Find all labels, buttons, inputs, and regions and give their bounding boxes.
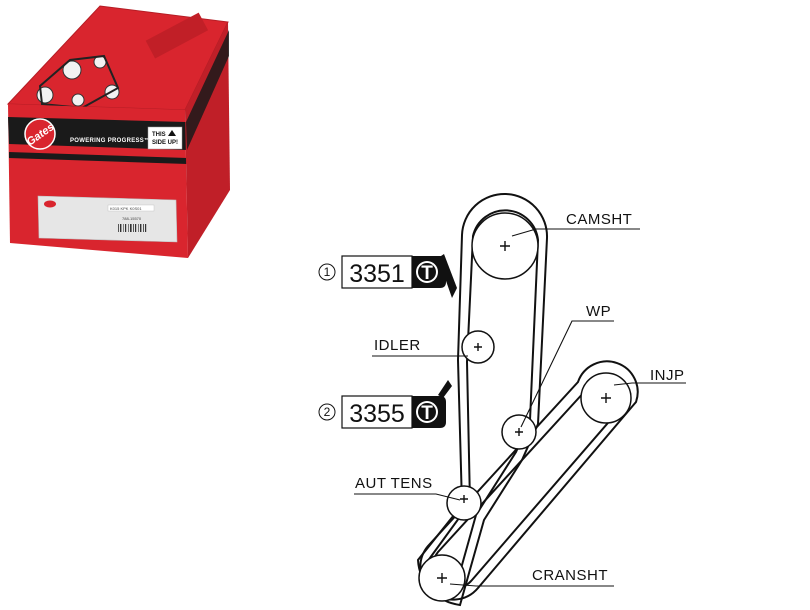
- box-label-panel: [37, 195, 178, 243]
- belt-code-1-text: 3351: [349, 260, 405, 288]
- leader-cransht: [449, 583, 614, 587]
- box-label-line-2: 788-15570: [122, 216, 142, 221]
- belt-code-1-box: [341, 255, 413, 289]
- belt-code-2-badge: T: [421, 403, 433, 424]
- label-wp: WP: [586, 303, 611, 320]
- side-label-2: SIDE UP!: [152, 140, 178, 146]
- box-label-mini-logo: [44, 200, 56, 208]
- label-cransht: CRANSHT: [532, 567, 608, 584]
- box-label-line-1: K015 KPK K0S01: [110, 206, 142, 211]
- belt-index-1-circle: [318, 263, 336, 281]
- belt-code-2-box: [341, 395, 413, 429]
- box-side-face: [185, 22, 230, 258]
- box-barcode: [118, 224, 147, 232]
- belt-code-2: 2 3355 T: [318, 395, 446, 429]
- box-tagline: POWERING PROGRESS™: [70, 137, 150, 144]
- belt-code-1-badge: T: [421, 263, 433, 284]
- product-box-photo: Gates POWERING PROGRESS™ THIS SIDE UP! K…: [6, 5, 230, 258]
- label-idler: IDLER: [374, 337, 421, 354]
- belt-code-2-text: 3355: [349, 400, 405, 428]
- belt-routing-diagram: [354, 192, 686, 607]
- belt-2-pointer: [438, 380, 452, 398]
- label-camsht: CAMSHT: [566, 211, 632, 228]
- label-injp: INJP: [650, 367, 685, 384]
- gates-logo: Gates: [24, 118, 57, 150]
- leader-camsht: [511, 228, 640, 237]
- leader-wp: [520, 320, 614, 428]
- belt-index-2-circle: [318, 403, 336, 421]
- box-top-logo: [145, 12, 209, 59]
- leader-injp: [613, 382, 686, 386]
- belt-code-1: 1 3351 T: [318, 255, 446, 289]
- label-leaders: [354, 228, 686, 587]
- box-pulley-illustration: [36, 54, 120, 110]
- side-label-1: THIS: [152, 132, 166, 138]
- leader-aut-tens: [354, 493, 461, 501]
- belt-index-2: 2: [324, 405, 331, 419]
- up-arrow-icon: [168, 130, 176, 136]
- label-aut-tens: AUT TENS: [355, 475, 433, 492]
- pulley-centre-marks: [437, 241, 611, 583]
- pulley-labels: CAMSHT WP INJP IDLER AUT TENS CRANSHT: [355, 211, 685, 584]
- belt-index-1: 1: [324, 265, 331, 279]
